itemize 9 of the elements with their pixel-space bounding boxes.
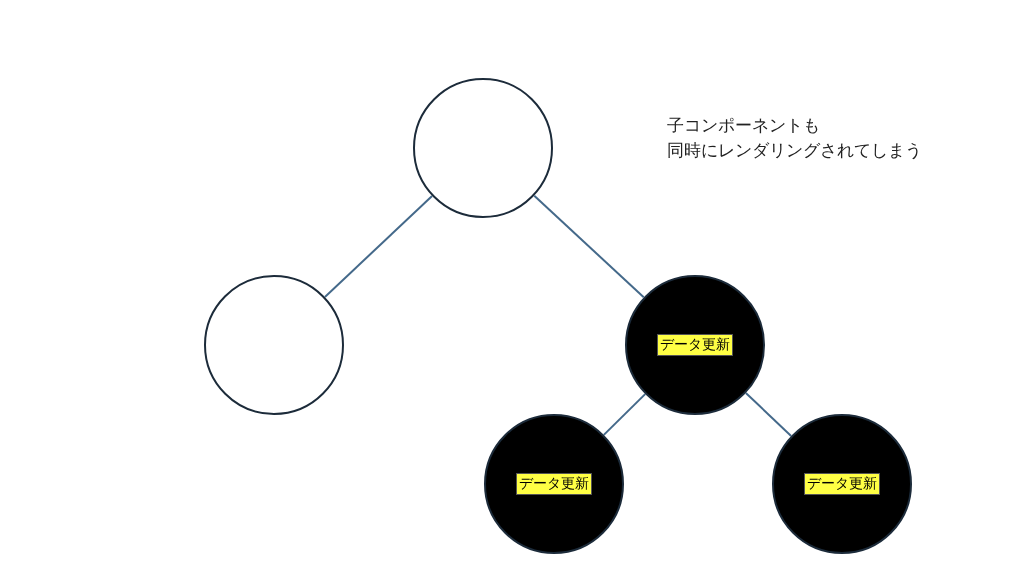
connector-line bbox=[323, 195, 434, 298]
highlighted-label: データ更新 bbox=[516, 473, 592, 495]
note-text: 子コンポーネントも bbox=[667, 114, 820, 137]
highlighted-label: データ更新 bbox=[657, 334, 733, 356]
connector-line bbox=[533, 194, 645, 299]
connector-line bbox=[744, 392, 793, 437]
highlighted-label: データ更新 bbox=[804, 473, 880, 495]
connector-line bbox=[602, 393, 647, 436]
note-text: 同時にレンダリングされてしまう bbox=[667, 139, 922, 162]
